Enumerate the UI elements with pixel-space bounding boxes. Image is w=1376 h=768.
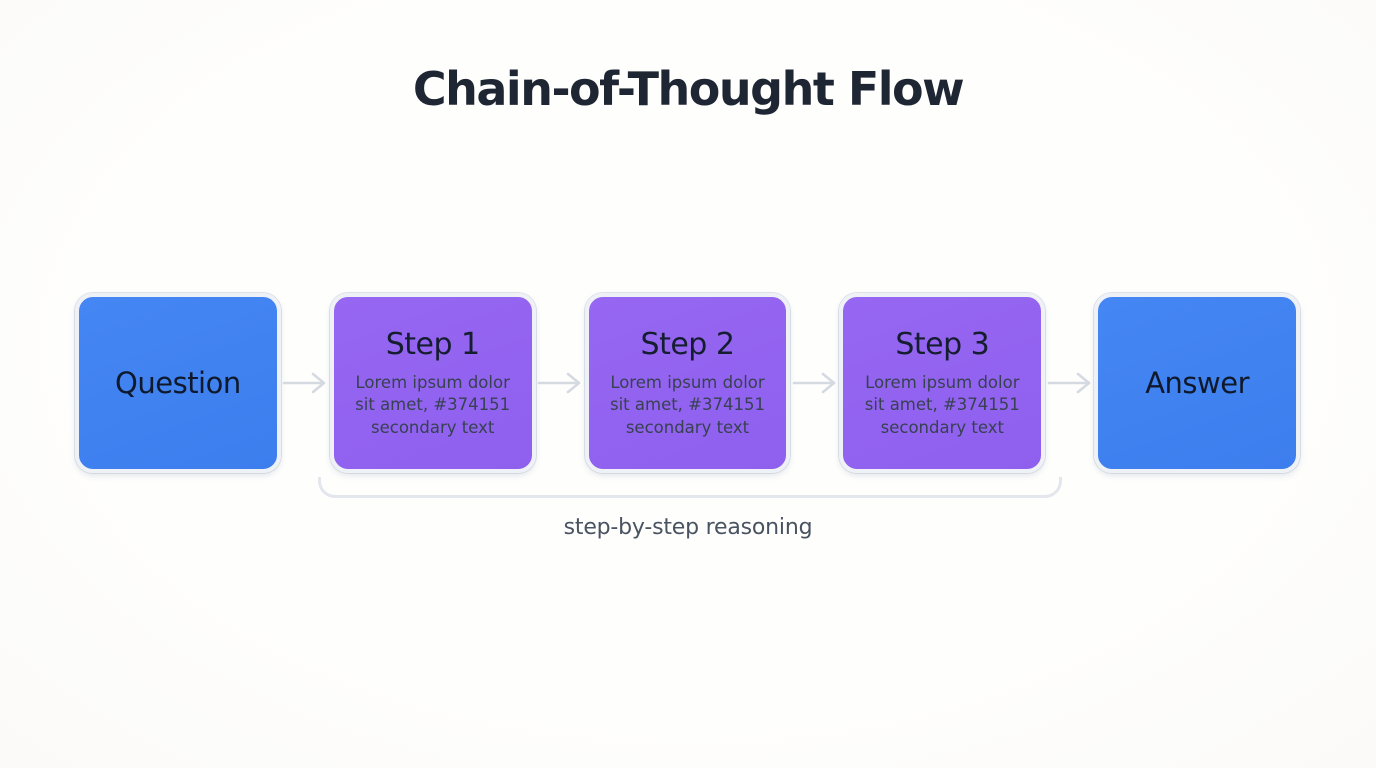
arrow-cell bbox=[1045, 293, 1094, 473]
arrow-cell bbox=[790, 293, 839, 473]
step-1-node: Step 1 Lorem ipsum dolor sit amet, #3741… bbox=[329, 293, 536, 473]
arrow-cell bbox=[281, 293, 330, 473]
answer-node: Answer bbox=[1094, 293, 1300, 473]
step-body: Lorem ipsum dolor sit amet, #374151 seco… bbox=[609, 373, 765, 437]
flow-arrow-icon bbox=[282, 372, 326, 394]
step-body: Lorem ipsum dolor sit amet, #374151 seco… bbox=[355, 373, 511, 437]
step-title: Step 3 bbox=[895, 327, 990, 363]
flow-arrow-icon bbox=[537, 372, 581, 394]
step-2-node: Step 2 Lorem ipsum dolor sit amet, #3741… bbox=[584, 293, 791, 473]
reasoning-bracket bbox=[318, 477, 1062, 498]
question-node: Question bbox=[75, 293, 281, 473]
flow-arrow-icon bbox=[792, 372, 836, 394]
step-body: Lorem ipsum dolor sit amet, #374151 seco… bbox=[864, 373, 1020, 437]
step-title: Step 2 bbox=[640, 327, 735, 363]
reasoning-caption: step-by-step reasoning bbox=[563, 515, 813, 540]
node-label: Answer bbox=[1145, 366, 1250, 400]
flow-row: Question Step 1 Lorem ipsum dolor sit am… bbox=[75, 293, 1300, 473]
node-label: Question bbox=[115, 366, 241, 400]
page-title: Chain-of-Thought Flow bbox=[412, 62, 965, 116]
flow-arrow-icon bbox=[1047, 372, 1091, 394]
step-3-node: Step 3 Lorem ipsum dolor sit amet, #3741… bbox=[839, 293, 1046, 473]
step-title: Step 1 bbox=[385, 327, 480, 363]
arrow-cell bbox=[536, 293, 585, 473]
